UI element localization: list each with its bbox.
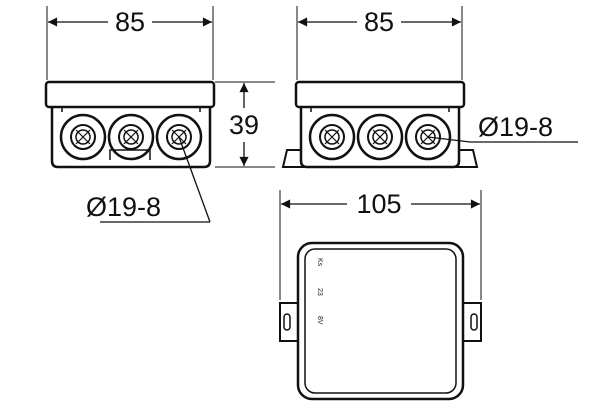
bottom-width-dimension: 105 bbox=[279, 189, 482, 300]
left-gland-3 bbox=[155, 113, 203, 161]
top-view-box: Ks 23 8V bbox=[279, 241, 482, 401]
right-gland-2 bbox=[356, 113, 404, 161]
left-box-side-view bbox=[44, 80, 216, 169]
left-gland-leader: Ø19-8 bbox=[86, 136, 211, 223]
right-width-dimension: 85 bbox=[296, 6, 463, 80]
lid-mark-1: Ks bbox=[316, 258, 323, 267]
left-gland-2 bbox=[107, 113, 155, 161]
right-gland-1 bbox=[308, 113, 356, 161]
lid-mark-2: 23 bbox=[316, 288, 323, 296]
right-box-side-view bbox=[281, 80, 479, 169]
bottom-width-label: 105 bbox=[356, 189, 401, 219]
left-gland-1 bbox=[59, 113, 107, 161]
lid-mark-3: 8V bbox=[316, 316, 323, 325]
left-width-dimension: 85 bbox=[46, 6, 214, 80]
left-width-label: 85 bbox=[115, 7, 145, 37]
height-dimension: 39 bbox=[215, 81, 275, 168]
right-width-label: 85 bbox=[364, 7, 394, 37]
right-gland-label: Ø19-8 bbox=[478, 112, 553, 142]
height-label: 39 bbox=[229, 110, 259, 140]
right-gland-leader: Ø19-8 bbox=[427, 112, 578, 143]
left-gland-label: Ø19-8 bbox=[86, 192, 161, 222]
